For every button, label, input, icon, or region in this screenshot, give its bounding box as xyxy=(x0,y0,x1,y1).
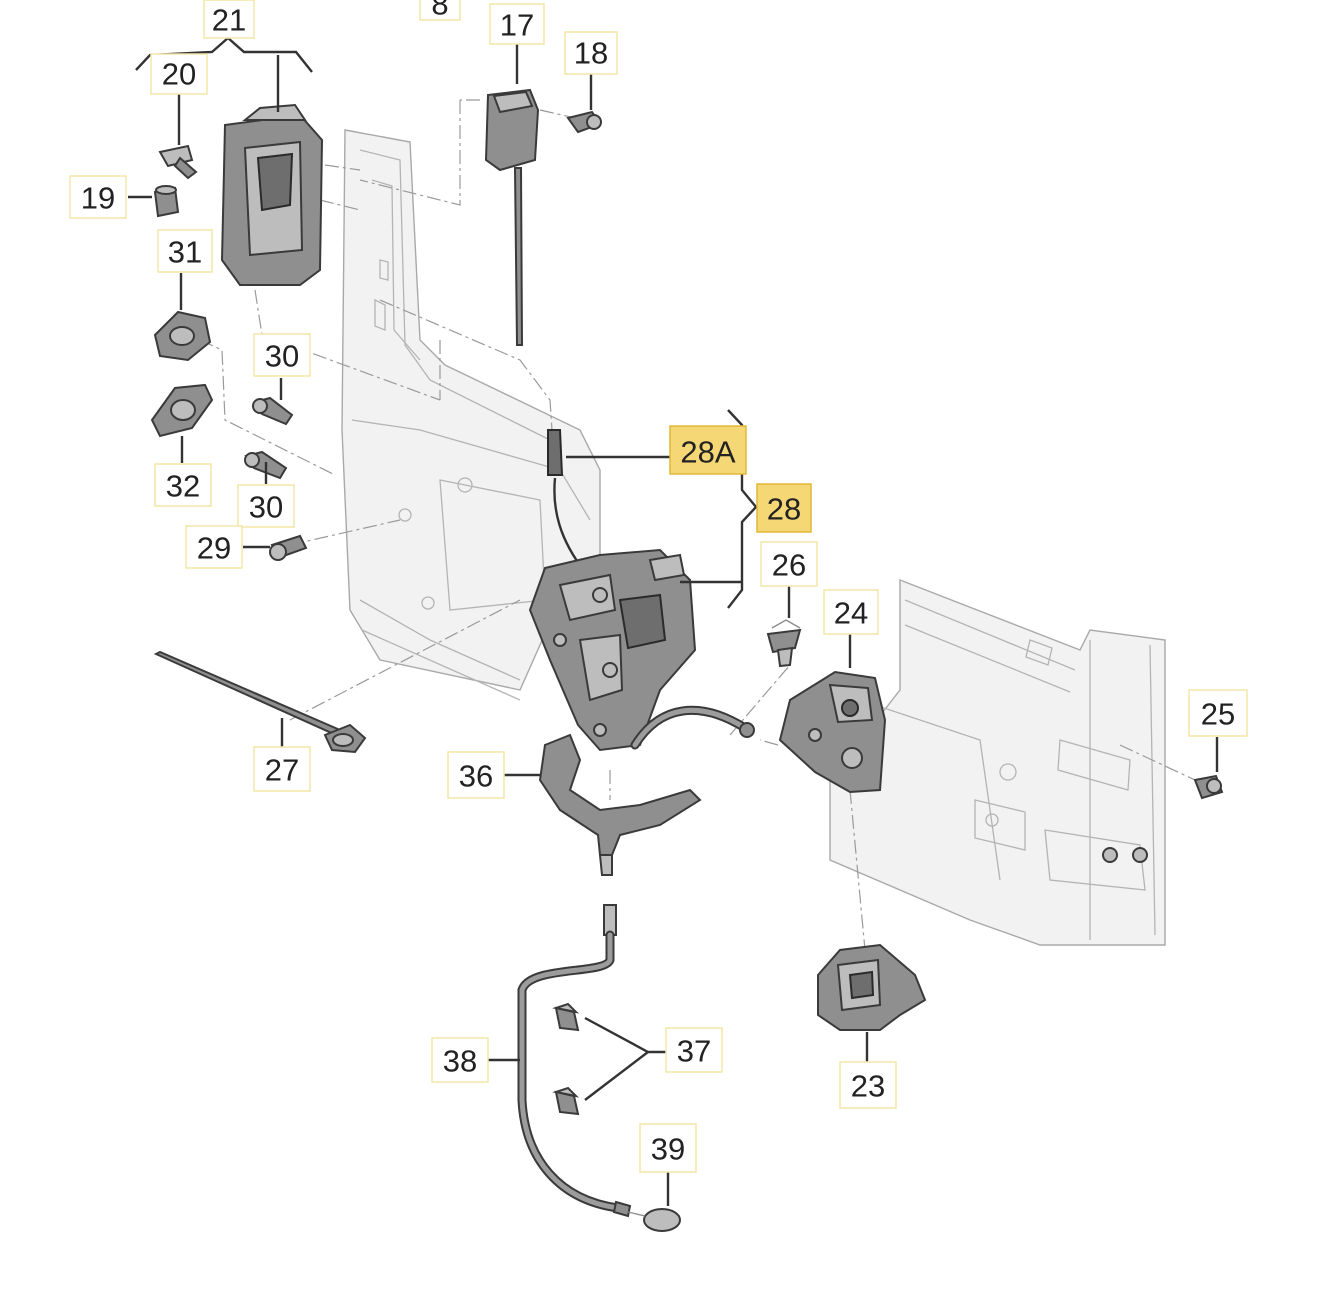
svg-text:28: 28 xyxy=(767,492,801,527)
callout-32: 32 xyxy=(154,463,212,507)
bezel-32 xyxy=(150,383,214,438)
svg-text:26: 26 xyxy=(772,548,806,583)
svg-text:39: 39 xyxy=(651,1132,685,1167)
svg-text:28A: 28A xyxy=(680,435,735,470)
svg-text:30: 30 xyxy=(249,490,283,525)
svg-text:36: 36 xyxy=(459,759,493,794)
release-cable xyxy=(630,705,755,750)
guide-36 xyxy=(538,733,702,876)
callout-18: 18 xyxy=(564,31,618,75)
lock-rod-17 xyxy=(484,88,540,346)
striker-23 xyxy=(817,943,927,1031)
svg-text:17: 17 xyxy=(500,8,534,43)
svg-text:8: 8 xyxy=(431,0,448,22)
screw-18 xyxy=(566,110,602,134)
svg-text:19: 19 xyxy=(81,181,115,216)
callout-17: 17 xyxy=(489,3,545,45)
callout-37: 37 xyxy=(665,1027,723,1073)
door-lock-28 xyxy=(528,548,697,752)
cable-tie-27 xyxy=(153,650,367,754)
clip-37-lower xyxy=(552,1086,580,1116)
svg-text:32: 32 xyxy=(166,469,200,504)
svg-text:21: 21 xyxy=(212,3,246,38)
callout-31: 31 xyxy=(157,229,213,273)
screw-25 xyxy=(1193,774,1224,800)
door-pillar-panel xyxy=(829,578,1166,946)
callout-24: 24 xyxy=(823,589,879,635)
callout-39: 39 xyxy=(639,1123,697,1173)
svg-text:30: 30 xyxy=(265,339,299,374)
inner-handle-housing xyxy=(220,103,324,286)
callout-26: 26 xyxy=(760,541,818,587)
screw-20 xyxy=(158,144,198,180)
svg-text:31: 31 xyxy=(168,235,202,270)
latch-bracket-24 xyxy=(778,670,887,794)
screw-29 xyxy=(269,534,308,561)
svg-text:18: 18 xyxy=(574,36,608,71)
callout-30-lower: 30 xyxy=(237,484,295,528)
door-inner-panel xyxy=(341,129,601,701)
clip-37-upper xyxy=(552,1002,580,1032)
clip-26 xyxy=(766,619,802,668)
callout-23: 23 xyxy=(839,1061,897,1109)
callout-28a: 28A xyxy=(669,425,747,475)
bolt-30-upper xyxy=(252,396,294,426)
svg-text:25: 25 xyxy=(1201,697,1235,732)
callout-28: 28 xyxy=(756,483,812,533)
callout-27: 27 xyxy=(253,746,311,792)
callout-8: 8 xyxy=(419,0,461,22)
callout-36: 36 xyxy=(447,751,505,799)
cover-cap-31 xyxy=(153,310,212,362)
callout-20: 20 xyxy=(150,53,208,95)
end-cap-39 xyxy=(627,1208,681,1232)
svg-text:23: 23 xyxy=(851,1069,885,1104)
svg-text:27: 27 xyxy=(265,753,299,788)
svg-text:20: 20 xyxy=(162,57,196,92)
callout-38: 38 xyxy=(431,1037,489,1083)
plug-19 xyxy=(153,185,180,218)
callout-29: 29 xyxy=(185,525,243,569)
callout-25: 25 xyxy=(1188,689,1248,737)
callout-19: 19 xyxy=(69,175,127,219)
svg-text:38: 38 xyxy=(443,1044,477,1079)
bowden-cable-38 xyxy=(517,904,632,1218)
svg-text:37: 37 xyxy=(677,1034,711,1069)
callout-30-upper: 30 xyxy=(253,333,311,377)
svg-text:29: 29 xyxy=(197,531,231,566)
callout-21: 21 xyxy=(203,0,255,39)
svg-text:24: 24 xyxy=(834,596,868,631)
